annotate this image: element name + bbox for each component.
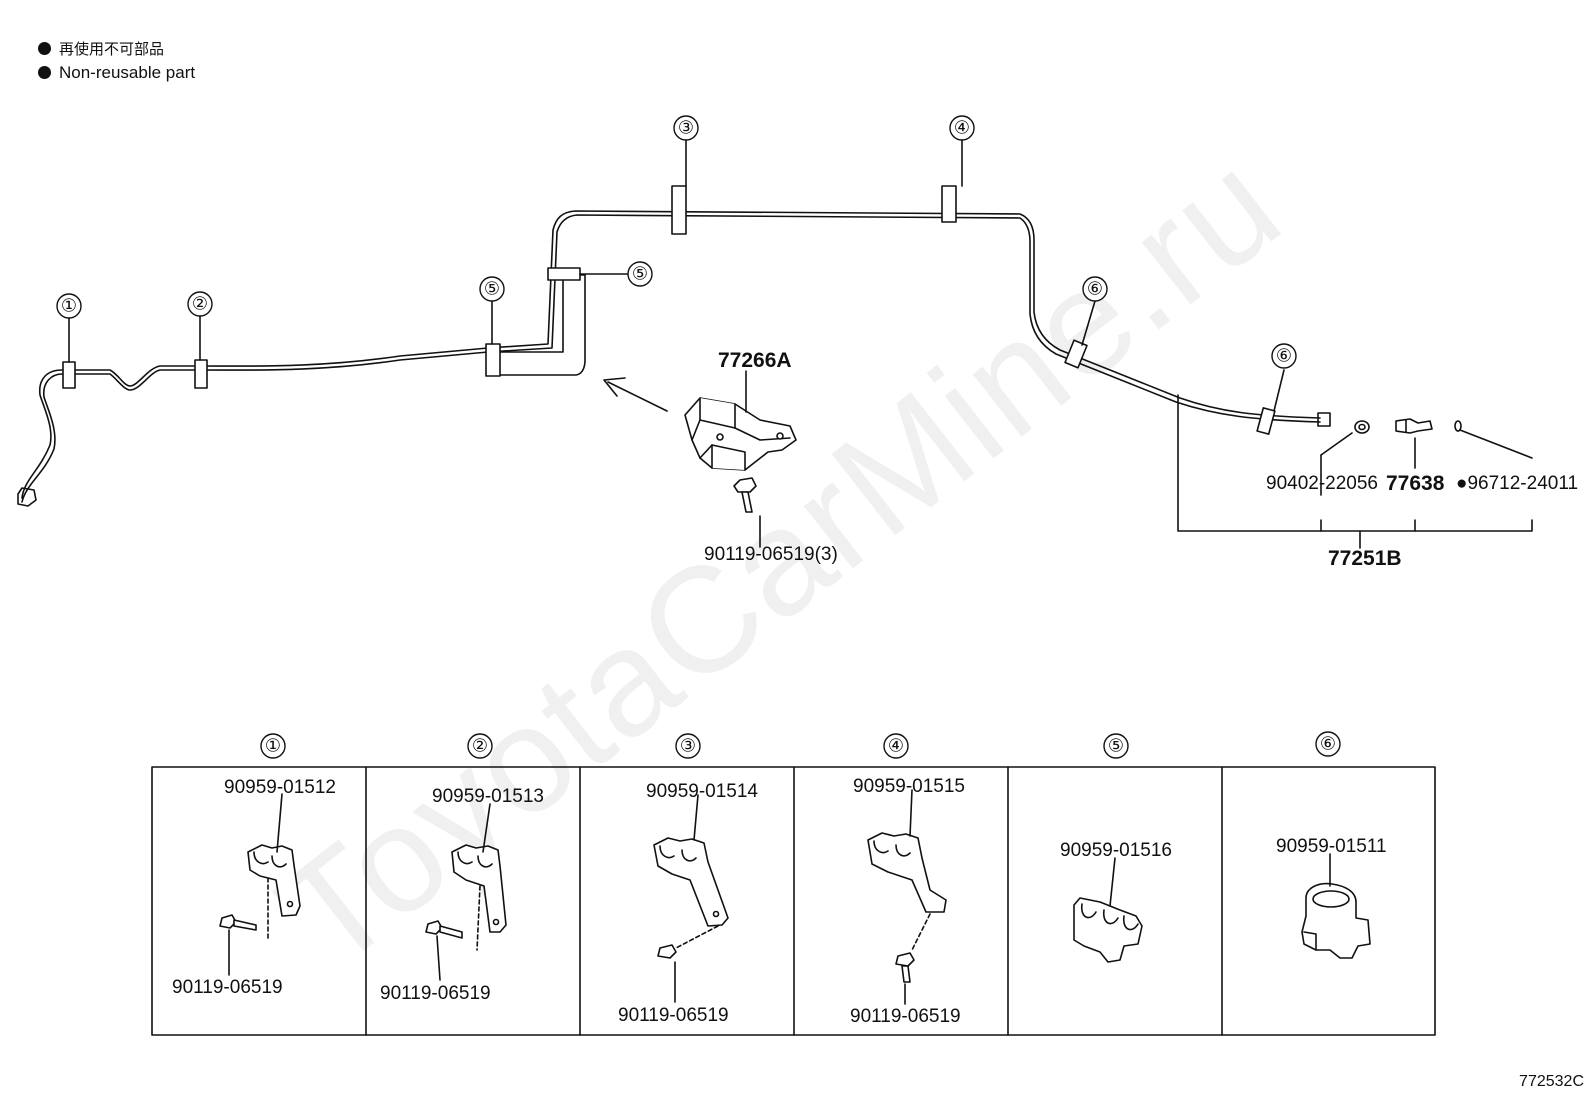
bracket-drawing (684, 397, 797, 471)
clamp-3-leader (693, 794, 699, 841)
callout-1-top: ① (56, 293, 82, 319)
panel-5-clamp-label: 90959-01516 (1060, 840, 1172, 861)
main-part-labels: 77266A 90119-06519(3) 90402-22056 77638 … (704, 349, 1578, 570)
panel-1-callout: ① (260, 733, 286, 759)
clamp-6-drawing (1301, 882, 1371, 959)
clamp-3-bolt-path (675, 925, 719, 949)
part-label-hose-assembly: 77251B (1328, 547, 1402, 570)
callout-5-top-right: ⑤ (627, 261, 653, 287)
part-label-valve: 77638 (1386, 472, 1445, 495)
panel-6-callout: ⑥ (1315, 731, 1341, 757)
svg-text:②: ② (192, 294, 208, 315)
non-reusable-dot-icon (38, 42, 51, 55)
legend-english-text: Non-reusable part (59, 63, 196, 82)
callout-6-top-left: ⑥ (1082, 276, 1108, 302)
fuel-pipe (17, 210, 1331, 507)
part-label-bracket: 77266A (718, 349, 792, 372)
legend-english: Non-reusable part (38, 61, 195, 85)
clip-marks (62, 185, 1276, 435)
panel-2-clamp-label: 90959-01513 (432, 786, 544, 807)
clamp-4-leader (909, 789, 913, 837)
part-label-gasket: 90402-22056 (1266, 473, 1378, 494)
part-label-bracket-bolt: 90119-06519(3) (704, 544, 838, 565)
bracket-bolt-drawing (733, 477, 757, 513)
part-label-oring: ●96712-24011 (1456, 473, 1578, 494)
svg-text:⑤: ⑤ (484, 279, 500, 300)
panel-part-labels: 90959-01512 90119-06519 90959-01513 9011… (172, 776, 1387, 1027)
panel-6-clamp-label: 90959-01511 (1276, 836, 1387, 857)
clamp-4-bolt-path (911, 913, 931, 951)
non-reusable-dot-icon (38, 66, 51, 79)
panel-5-callout: ⑤ (1103, 733, 1129, 759)
clamp-5-drawing (1073, 897, 1143, 963)
clamp-1-drawing (219, 844, 301, 931)
svg-text:⑥: ⑥ (1276, 346, 1292, 367)
svg-text:⑥: ⑥ (1087, 279, 1103, 300)
svg-text:⑤: ⑤ (632, 264, 648, 285)
clamp-2-drawing (425, 844, 507, 939)
svg-text:①: ① (61, 296, 77, 317)
panel-1-clamp-label: 90959-01512 (224, 777, 336, 798)
panel-2-callout: ② (467, 733, 493, 759)
bolt-2-leader (436, 935, 441, 981)
svg-text:⑥: ⑥ (1320, 734, 1336, 755)
gasket-drawing (1354, 420, 1370, 434)
svg-text:①: ① (265, 736, 281, 757)
legend-japanese-text: 再使用不可部品 (59, 40, 165, 58)
oring-drawing (1454, 420, 1462, 432)
panel-2-bolt-label: 90119-06519 (380, 983, 491, 1004)
panel-callouts: ① ② ③ ④ ⑤ ⑥ (260, 731, 1341, 759)
callout-6-top-right: ⑥ (1271, 343, 1297, 369)
detail-grid (151, 766, 1436, 1036)
figure-code: 772532C (1519, 1073, 1584, 1090)
svg-text:④: ④ (888, 736, 904, 757)
valve-drawing (1395, 418, 1433, 434)
callout-3-top: ③ (673, 115, 699, 141)
svg-text:④: ④ (954, 118, 970, 139)
legend-japanese: 再使用不可部品 (38, 37, 164, 61)
callout-4-top: ④ (949, 115, 975, 141)
panel-4-bolt-label: 90119-06519 (850, 1006, 961, 1027)
callout-leaders (68, 140, 1285, 412)
clamp-1-leader (276, 793, 283, 853)
svg-text:②: ② (472, 736, 488, 757)
clamp-5-leader (1109, 857, 1116, 907)
hose-assembly-bracket (1177, 394, 1533, 549)
clamp-2-leader (482, 803, 491, 853)
callout-5-top-left: ⑤ (479, 276, 505, 302)
callout-2-top: ② (187, 291, 213, 317)
clamp-4-drawing (867, 832, 947, 983)
install-direction-arrow (603, 377, 668, 412)
svg-text:⑤: ⑤ (1108, 736, 1124, 757)
svg-text:③: ③ (680, 736, 696, 757)
panel-3-callout: ③ (675, 733, 701, 759)
main-callouts: ① ② ⑤ ⑤ ③ ④ ⑥ ⑥ (56, 115, 1297, 369)
panel-4-callout: ④ (883, 733, 909, 759)
panel-3-clamp-label: 90959-01514 (646, 781, 758, 802)
panel-4-clamp-label: 90959-01515 (853, 776, 965, 797)
panel-1-bolt-label: 90119-06519 (172, 977, 283, 998)
clamp-3-drawing (653, 837, 729, 959)
clamp-2-bolt-path (476, 885, 481, 951)
svg-text:③: ③ (678, 118, 694, 139)
panel-3-bolt-label: 90119-06519 (618, 1005, 729, 1026)
